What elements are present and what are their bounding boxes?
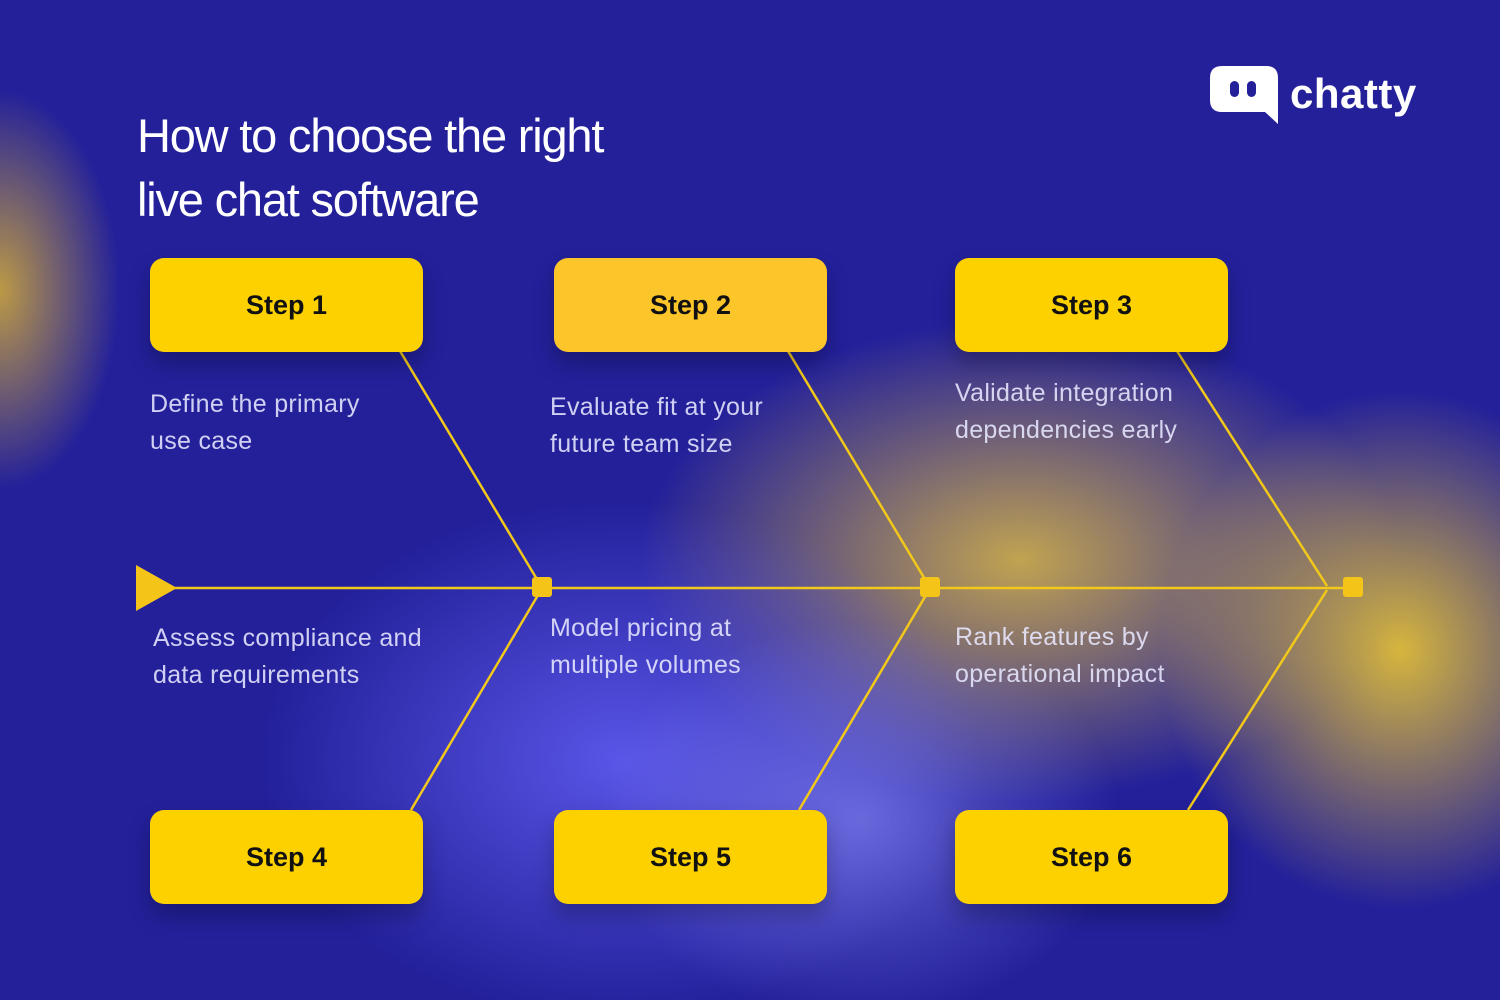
step-1-description: Define the primary use case	[150, 390, 360, 455]
step-3-description: Validate integration dependencies early	[955, 379, 1178, 444]
step-5-card: Step 5	[554, 810, 827, 904]
step-1-card: Step 1	[150, 258, 423, 352]
brand-name: chatty	[1290, 70, 1417, 117]
branch-line-step-4	[409, 589, 543, 811]
spine-node	[1343, 577, 1363, 597]
step-2-card: Step 2	[554, 258, 827, 352]
branch-line-step-5	[797, 589, 931, 811]
spine-node	[920, 577, 940, 597]
page-title: How to choose the right live chat softwa…	[137, 109, 604, 226]
step-2-description: Evaluate fit at your future team size	[550, 393, 764, 458]
step-6-description: Rank features by operational impact	[955, 623, 1165, 688]
step-6-card: Step 6	[955, 810, 1228, 904]
step-5-description: Model pricing at multiple volumes	[550, 614, 741, 679]
branch-line-step-6	[1186, 589, 1329, 811]
triangle-arrow-icon	[136, 565, 177, 611]
spine-node	[532, 577, 552, 597]
branch-line-step-1	[398, 350, 543, 587]
step-4-description: Assess compliance and data requirements	[153, 624, 422, 689]
step-3-card: Step 3	[955, 258, 1228, 352]
brand-logo: chatty	[1210, 66, 1440, 128]
branch-line-step-3	[1175, 350, 1329, 587]
branch-line-step-2	[786, 350, 931, 587]
chat-bubble-icon	[1210, 66, 1278, 124]
step-4-card: Step 4	[150, 810, 423, 904]
